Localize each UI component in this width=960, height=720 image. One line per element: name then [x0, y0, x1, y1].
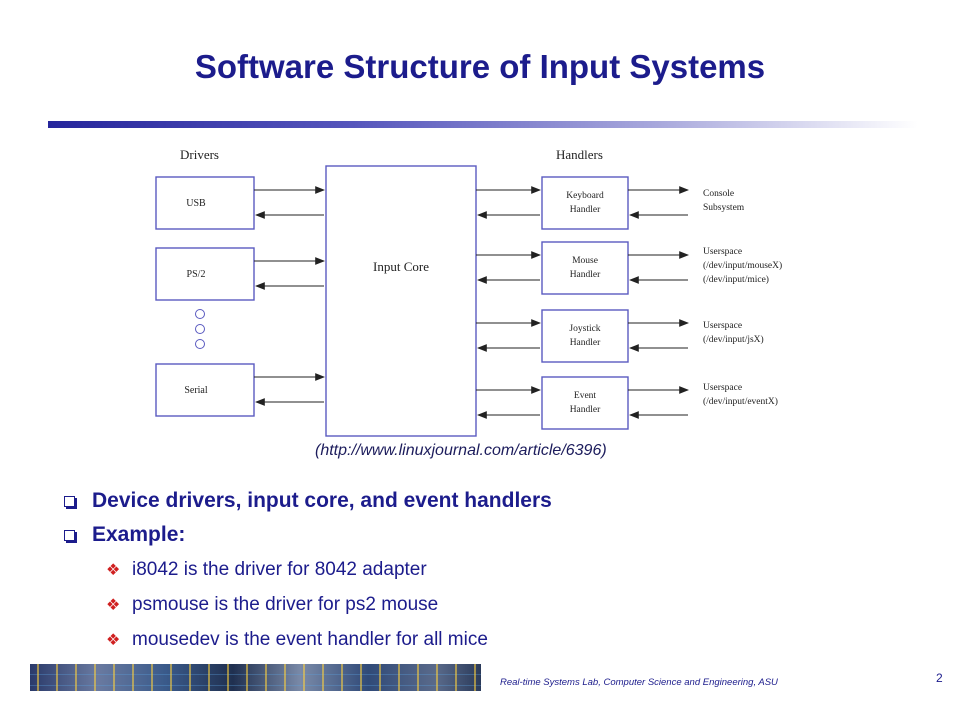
driver-box	[155, 363, 255, 417]
ellipsis-circle-icon	[195, 309, 205, 319]
handler-box	[541, 241, 629, 295]
handlers-heading: Handlers	[556, 147, 603, 162]
target-label: Userspace	[703, 383, 742, 393]
target-label: Userspace	[703, 321, 742, 331]
handler-label: Handler	[570, 270, 601, 280]
square-bullet-icon	[64, 529, 75, 541]
driver-label: PS/2	[187, 269, 206, 280]
handler-label: Handler	[570, 405, 601, 415]
bullet-item: Example:	[64, 518, 924, 552]
handler-label: Event	[574, 391, 597, 401]
sub-bullet-text: i8042 is the driver for 8042 adapter	[132, 558, 427, 580]
target-label: (/dev/input/mouseX)	[703, 260, 782, 271]
handler-label: Handler	[570, 205, 601, 215]
title-underline-bar	[48, 121, 918, 128]
input-core-label: Input Core	[373, 259, 429, 274]
page-number: 2	[936, 671, 943, 685]
diamond-bullet-icon: ❖	[106, 631, 121, 649]
diagram-source-caption: (http://www.linuxjournal.com/article/639…	[315, 442, 607, 459]
bullet-text: Device drivers, input core, and event ha…	[92, 489, 552, 512]
handler-label: Joystick	[569, 324, 600, 334]
target-label: (/dev/input/eventX)	[703, 396, 778, 407]
diamond-bullet-icon: ❖	[106, 561, 121, 579]
ellipsis-circle-icon	[195, 339, 205, 349]
handler-box	[541, 176, 629, 230]
sub-bullet-text: mousedev is the event handler for all mi…	[132, 628, 488, 650]
target-label: (/dev/input/jsX)	[703, 334, 764, 345]
bullet-text: Example:	[92, 523, 186, 546]
input-core-box	[325, 165, 477, 437]
driver-label: Serial	[184, 385, 208, 396]
driver-label: USB	[186, 198, 206, 209]
bullet-list: Device drivers, input core, and event ha…	[64, 484, 924, 657]
sub-bullet-item: ❖ psmouse is the driver for ps2 mouse	[106, 587, 924, 622]
ellipsis-circle-icon	[195, 324, 205, 334]
handler-box	[541, 376, 629, 430]
sub-bullet-item: ❖ i8042 is the driver for 8042 adapter	[106, 552, 924, 587]
driver-box	[155, 176, 255, 230]
sub-bullet-text: psmouse is the driver for ps2 mouse	[132, 593, 439, 615]
slide-title: Software Structure of Input Systems	[194, 48, 766, 85]
bullet-item: Device drivers, input core, and event ha…	[64, 484, 924, 518]
drivers-heading: Drivers	[180, 147, 219, 162]
target-label: Subsystem	[703, 203, 745, 213]
sub-bullet-item: ❖ mousedev is the event handler for all …	[106, 622, 924, 657]
target-label: Userspace	[703, 247, 742, 257]
footer-text: Real-time Systems Lab, Computer Science …	[500, 677, 778, 688]
handler-label: Keyboard	[566, 191, 604, 201]
target-label: (/dev/input/mice)	[703, 274, 769, 285]
handler-label: Handler	[570, 338, 601, 348]
diamond-bullet-icon: ❖	[106, 596, 121, 614]
square-bullet-icon	[64, 495, 75, 507]
footer-circuit-board-image	[30, 664, 481, 691]
target-label: Console	[703, 189, 734, 199]
driver-box	[155, 247, 255, 301]
handler-box	[541, 309, 629, 363]
handler-label: Mouse	[572, 256, 598, 266]
